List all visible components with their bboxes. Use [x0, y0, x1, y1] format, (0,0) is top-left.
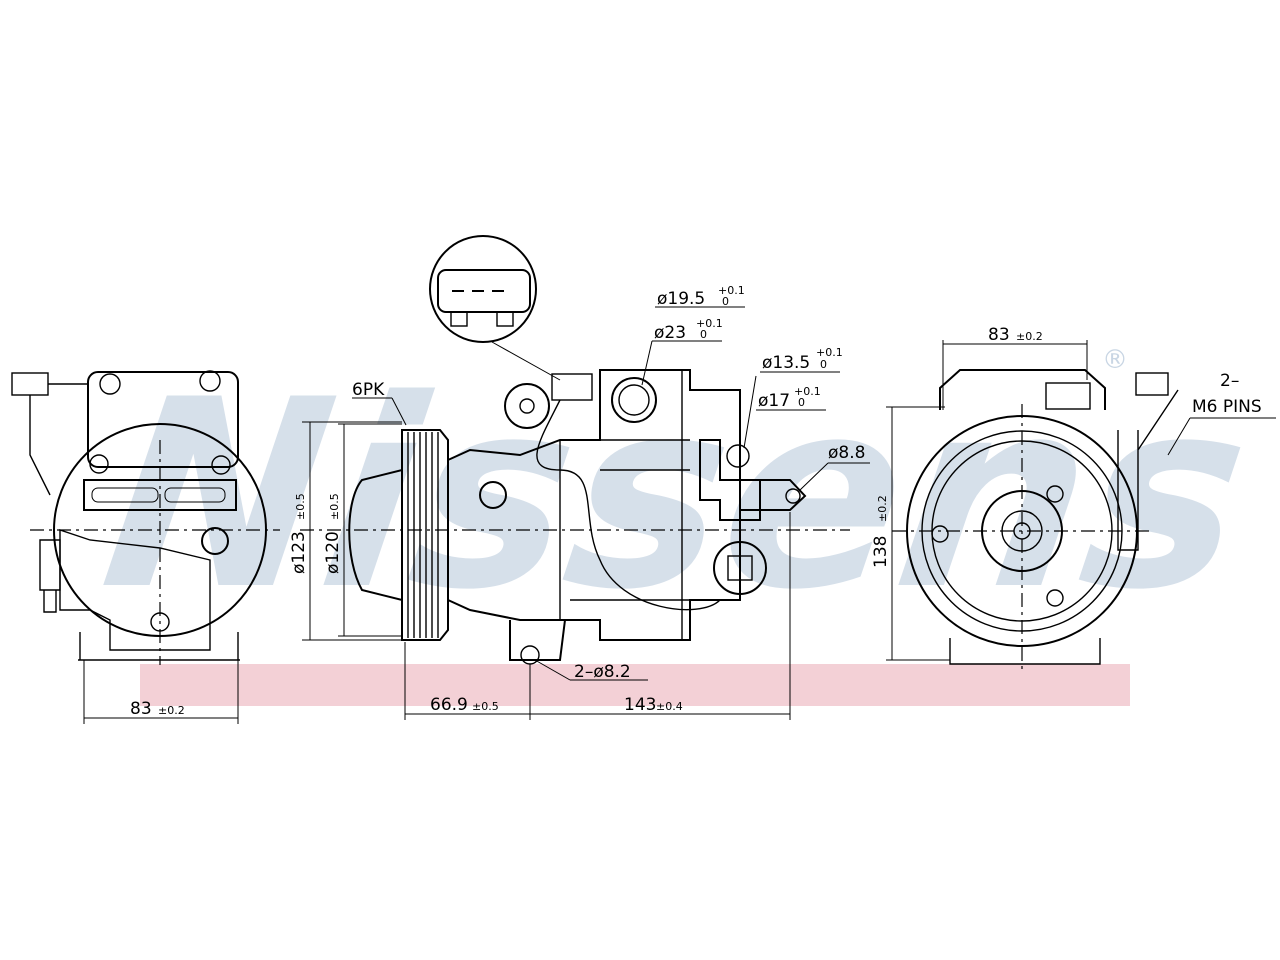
right-pins [1117, 389, 1179, 551]
left-window-inner [91, 487, 159, 503]
right-bottom-feet [949, 638, 1101, 665]
mount-hole-single-leader [799, 462, 829, 491]
right-connector-2 [1135, 372, 1169, 396]
port-suction [611, 377, 657, 423]
connector-detail [429, 235, 561, 381]
port-3-dia: ø13.5 [762, 353, 810, 373]
left-base [78, 632, 240, 661]
port-2-lower: 0 [700, 328, 707, 341]
left-connector-wire [29, 383, 88, 496]
left-bolt-top-left [99, 373, 121, 395]
mount-hole-single: ø8.8 [828, 443, 865, 463]
pins-leader [1167, 417, 1191, 456]
left-bolt-mid-right [211, 455, 231, 475]
left-port-circle [201, 527, 229, 555]
watermark: Nissens ® [89, 343, 1264, 706]
mount-ear-right [740, 479, 807, 511]
pulley-offset-tol: ±0.5 [472, 700, 499, 713]
port-discharge [699, 439, 761, 521]
watermark-registered-mark: ® [1102, 345, 1128, 375]
left-width-tol: ±0.2 [158, 704, 185, 717]
belt-type: 6PK [352, 380, 385, 400]
watermark-stripe [140, 664, 1130, 706]
mount-holes: 2–ø8.2 [574, 662, 631, 682]
right-height-value: 138 [871, 536, 891, 568]
port-3-upper: +0.1 [816, 346, 843, 359]
connector-detail-circle [429, 235, 537, 343]
port-1-dia: ø19.5 [657, 289, 705, 309]
port-2-leader [641, 340, 653, 386]
overall-length-tol: ±0.4 [656, 700, 683, 713]
right-connector [1045, 382, 1091, 410]
right-rivet-2 [931, 525, 949, 543]
pulley-clutch-plate [348, 468, 403, 602]
connector-plug [551, 373, 593, 401]
pulley-offset-value: 66.9 [430, 695, 468, 715]
port-3-lower: 0 [820, 358, 827, 371]
right-rivet-3 [1046, 589, 1064, 607]
dim-120-tol: ±0.5 [328, 493, 341, 520]
boss-left [479, 481, 507, 509]
port-1-lower: 0 [722, 295, 729, 308]
compressor-body [447, 369, 741, 641]
mount-ear-top [504, 383, 550, 429]
port-1-upper: +0.1 [718, 284, 745, 297]
connector-detail-tab-right [496, 311, 514, 327]
port-2-upper: +0.1 [696, 317, 723, 330]
belt-leader [391, 397, 407, 426]
left-connector [11, 372, 49, 396]
left-top-housing [87, 371, 239, 468]
wire-harness [536, 399, 721, 611]
left-sensor [39, 539, 61, 613]
port-suction-inner [618, 384, 650, 416]
right-width-tol: ±0.2 [1016, 330, 1043, 343]
dim-123-value: ø123 [289, 531, 309, 574]
overall-length-value: 143 [624, 695, 656, 715]
pins-type: M6 PINS [1192, 397, 1262, 417]
connector-detail-tab-left [450, 311, 468, 327]
connector-detail-leader [491, 341, 561, 381]
left-bolt-mid-left [89, 454, 109, 474]
dim-120-value: ø120 [323, 531, 343, 574]
right-rivet-1 [1046, 485, 1064, 503]
mount-holes-leader [534, 659, 571, 681]
solenoid-valve-core [727, 555, 753, 581]
port-discharge-circle [726, 444, 750, 468]
port-4-dia: ø17 [758, 391, 790, 411]
middle-view: ø123 ±0.5 ø120 ±0.5 6PK ø19.5 +0.1 0 ø23… [289, 284, 870, 720]
right-view: 83 ±0.2 138 ±0.2 2– M6 PINS [871, 325, 1276, 672]
pulley-grooves [407, 432, 439, 638]
left-width-value: 83 [130, 699, 152, 719]
pins-count: 2– [1220, 371, 1239, 391]
mount-ear-top-hole [519, 398, 535, 414]
left-view: 83 ±0.2 [11, 370, 280, 724]
connector-detail-plug [437, 269, 531, 313]
port-4-upper: +0.1 [794, 385, 821, 398]
left-window-inner-2 [164, 487, 226, 503]
left-bolt-top-right [199, 370, 221, 392]
dim-123-tol: ±0.5 [294, 493, 307, 520]
port-4-leader [743, 375, 757, 449]
mount-ear-right-hole [785, 488, 801, 504]
right-top-housing [939, 369, 1106, 410]
port-2-dia: ø23 [654, 323, 686, 343]
right-height-tol: ±0.2 [876, 495, 889, 522]
watermark-brand: Nissens [89, 343, 1264, 647]
solenoid-valve [713, 541, 767, 595]
body-ribs [559, 370, 690, 640]
port-4-lower: 0 [798, 396, 805, 409]
right-width-value: 83 [988, 325, 1010, 345]
